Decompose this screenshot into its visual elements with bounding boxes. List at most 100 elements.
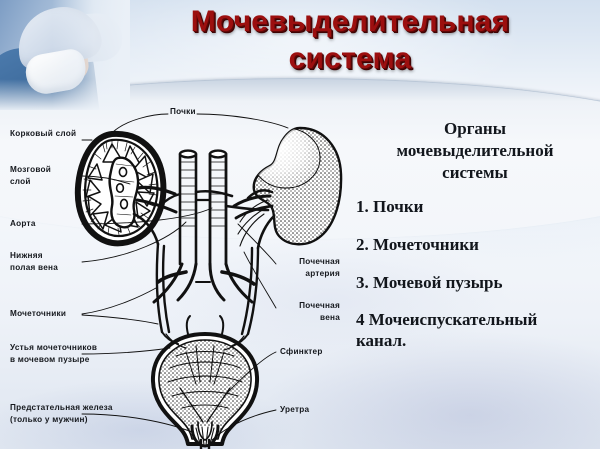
label-aorta-line-1: Аорта (10, 219, 36, 228)
organ-item-2-line-1: 2. Мочеточники (356, 234, 479, 254)
leader-kidneys-left (112, 113, 169, 133)
left-iliac-inner (176, 262, 198, 302)
diagram-label-vena-cava: Нижняя полая вена (10, 250, 58, 274)
inferior-vena-cava-top (178, 149, 198, 159)
calyces (115, 166, 129, 210)
left-orifice-detail (165, 333, 187, 349)
iliac-branch-left (156, 270, 188, 284)
left-renal-vessel-b (135, 198, 178, 214)
label-ureter-orifices-line-2: в мочевом пузыре (10, 354, 90, 364)
urinary-system-diagram: Корковый слой Мозговой слой Аорта Нижняя… (0, 96, 380, 449)
leader-kidneys-right (196, 113, 289, 129)
organs-panel: Органы мочевыделительной системы 1. Почк… (356, 118, 594, 369)
organs-heading-line-1: Органы (444, 119, 506, 138)
leader-medulla (81, 175, 131, 185)
diagram-label-renal-vein: Почечная вена (278, 300, 340, 324)
aorta-top (208, 149, 228, 159)
pelvis-texture (113, 163, 135, 216)
leader-aorta (81, 207, 213, 225)
page-title-line-1: Мочевыделительная (190, 5, 510, 38)
label-prostate-line-2: (только у мужчин) (10, 414, 88, 424)
right-orifice-detail (223, 335, 245, 351)
prostate-texture (195, 426, 215, 446)
diagram-label-kidneys: Почки (170, 106, 196, 118)
renal-pelvis (108, 156, 140, 229)
iliac-branch-right (220, 270, 256, 286)
diagram-label-sphincter: Сфинктер (280, 346, 323, 358)
diagram-label-aorta: Аорта (10, 218, 36, 230)
organ-item-1-line-1: 1. Почки (356, 197, 424, 217)
organ-item-3-line-1: 3. Мочевой пузырь (356, 272, 503, 292)
left-renal-vessel-a (136, 185, 177, 196)
trigone-left (179, 387, 204, 423)
vessel-ribs (180, 161, 226, 227)
label-renal-artery-line-2: артерия (305, 268, 340, 278)
right-kidney-highlight (253, 128, 321, 189)
right-renal-artery-branch (232, 194, 272, 208)
organ-list-item-1: 1. Почки (356, 197, 594, 218)
diagram-label-medulla: Мозговой слой (10, 164, 51, 188)
diagram-label-cortex: Корковый слой (10, 128, 76, 140)
label-vena-cava-line-1: Нижняя (10, 251, 43, 260)
diagram-svg (74, 113, 343, 449)
surgeon-photo (0, 0, 130, 110)
photo-fade-bottom (0, 0, 130, 110)
right-iliac-inner (208, 262, 226, 302)
diagram-label-prostate: Предстательная железа (только у мужчин) (10, 402, 113, 426)
diagram-label-renal-artery: Почечная артерия (278, 256, 340, 280)
bladder-rugae (167, 345, 243, 409)
diagram-label-urethra: Уретра (280, 404, 309, 416)
renal-vessel-left-1 (158, 192, 182, 208)
leader-lines (81, 113, 289, 441)
label-urethra-line-1: Уретра (280, 405, 310, 414)
left-ureter (155, 242, 164, 334)
label-ureter-orifices-line-1: Устья мочеточников (10, 343, 98, 352)
label-renal-artery-line-1: Почечная (299, 257, 340, 266)
label-ureters-line-1: Мочеточники (10, 309, 67, 318)
organ-item-4-line-2: канал. (356, 331, 407, 351)
organ-list-item-3: 3. Мочевой пузырь (356, 273, 594, 294)
right-ureter-2 (240, 246, 254, 336)
label-renal-vein-line-1: Почечная (299, 301, 340, 310)
left-ureter-origin (132, 212, 160, 246)
sphincter-left (197, 421, 206, 441)
label-prostate-line-1: Предстательная железа (10, 403, 113, 412)
leader-ureters-2 (81, 314, 159, 325)
leader-prostate (81, 413, 193, 433)
leader-urethra (211, 409, 277, 441)
leader-ureters (81, 287, 157, 315)
label-medulla-line-1: Мозговой (10, 165, 52, 174)
leader-renal-artery (237, 223, 277, 265)
leader-renal-vein (243, 251, 277, 309)
leader-sphincter (223, 351, 277, 397)
page-title-line-2: система (288, 41, 412, 75)
organ-list-item-2: 2. Мочеточники (356, 235, 594, 256)
bladder-top-left (185, 315, 191, 335)
organs-heading-line-2: мочевыделительной (396, 140, 554, 160)
label-vena-cava-line-2: полая вена (10, 262, 59, 272)
renal-artery-right (194, 189, 234, 198)
right-ureter (246, 246, 260, 336)
label-cortex-line-1: Корковый слой (10, 129, 77, 138)
label-sphincter-line-1: Сфинктер (280, 347, 323, 356)
organs-heading: Органы мочевыделительной системы (356, 118, 594, 183)
right-hilum-notch (246, 189, 274, 200)
label-medulla-line-2: слой (10, 176, 31, 186)
organ-list-item-4: 4 Мочеиспускательный канал. (356, 310, 594, 351)
organ-item-4-line-1: 4 Мочеиспускательный (356, 310, 538, 330)
page-title: Мочевыделительная система (120, 4, 580, 77)
organs-heading-line-3: системы (442, 162, 508, 182)
label-renal-vein-line-2: вена (320, 312, 340, 322)
bladder-top-right (219, 315, 225, 335)
diagram-label-ureter-orifices: Устья мочеточников в мочевом пузыре (10, 342, 97, 366)
diagram-label-ureters: Мочеточники (10, 308, 66, 320)
right-renal-vein-branch (234, 204, 274, 220)
right-ureter-origin (256, 214, 276, 250)
bladder-mucosa (158, 339, 252, 440)
leader-ureter-orifices (81, 347, 171, 355)
label-kidneys-line-1: Почки (170, 107, 196, 116)
left-ureter-2 (161, 244, 171, 334)
sphincter-right (204, 421, 213, 441)
leader-vena-cava (81, 221, 187, 263)
